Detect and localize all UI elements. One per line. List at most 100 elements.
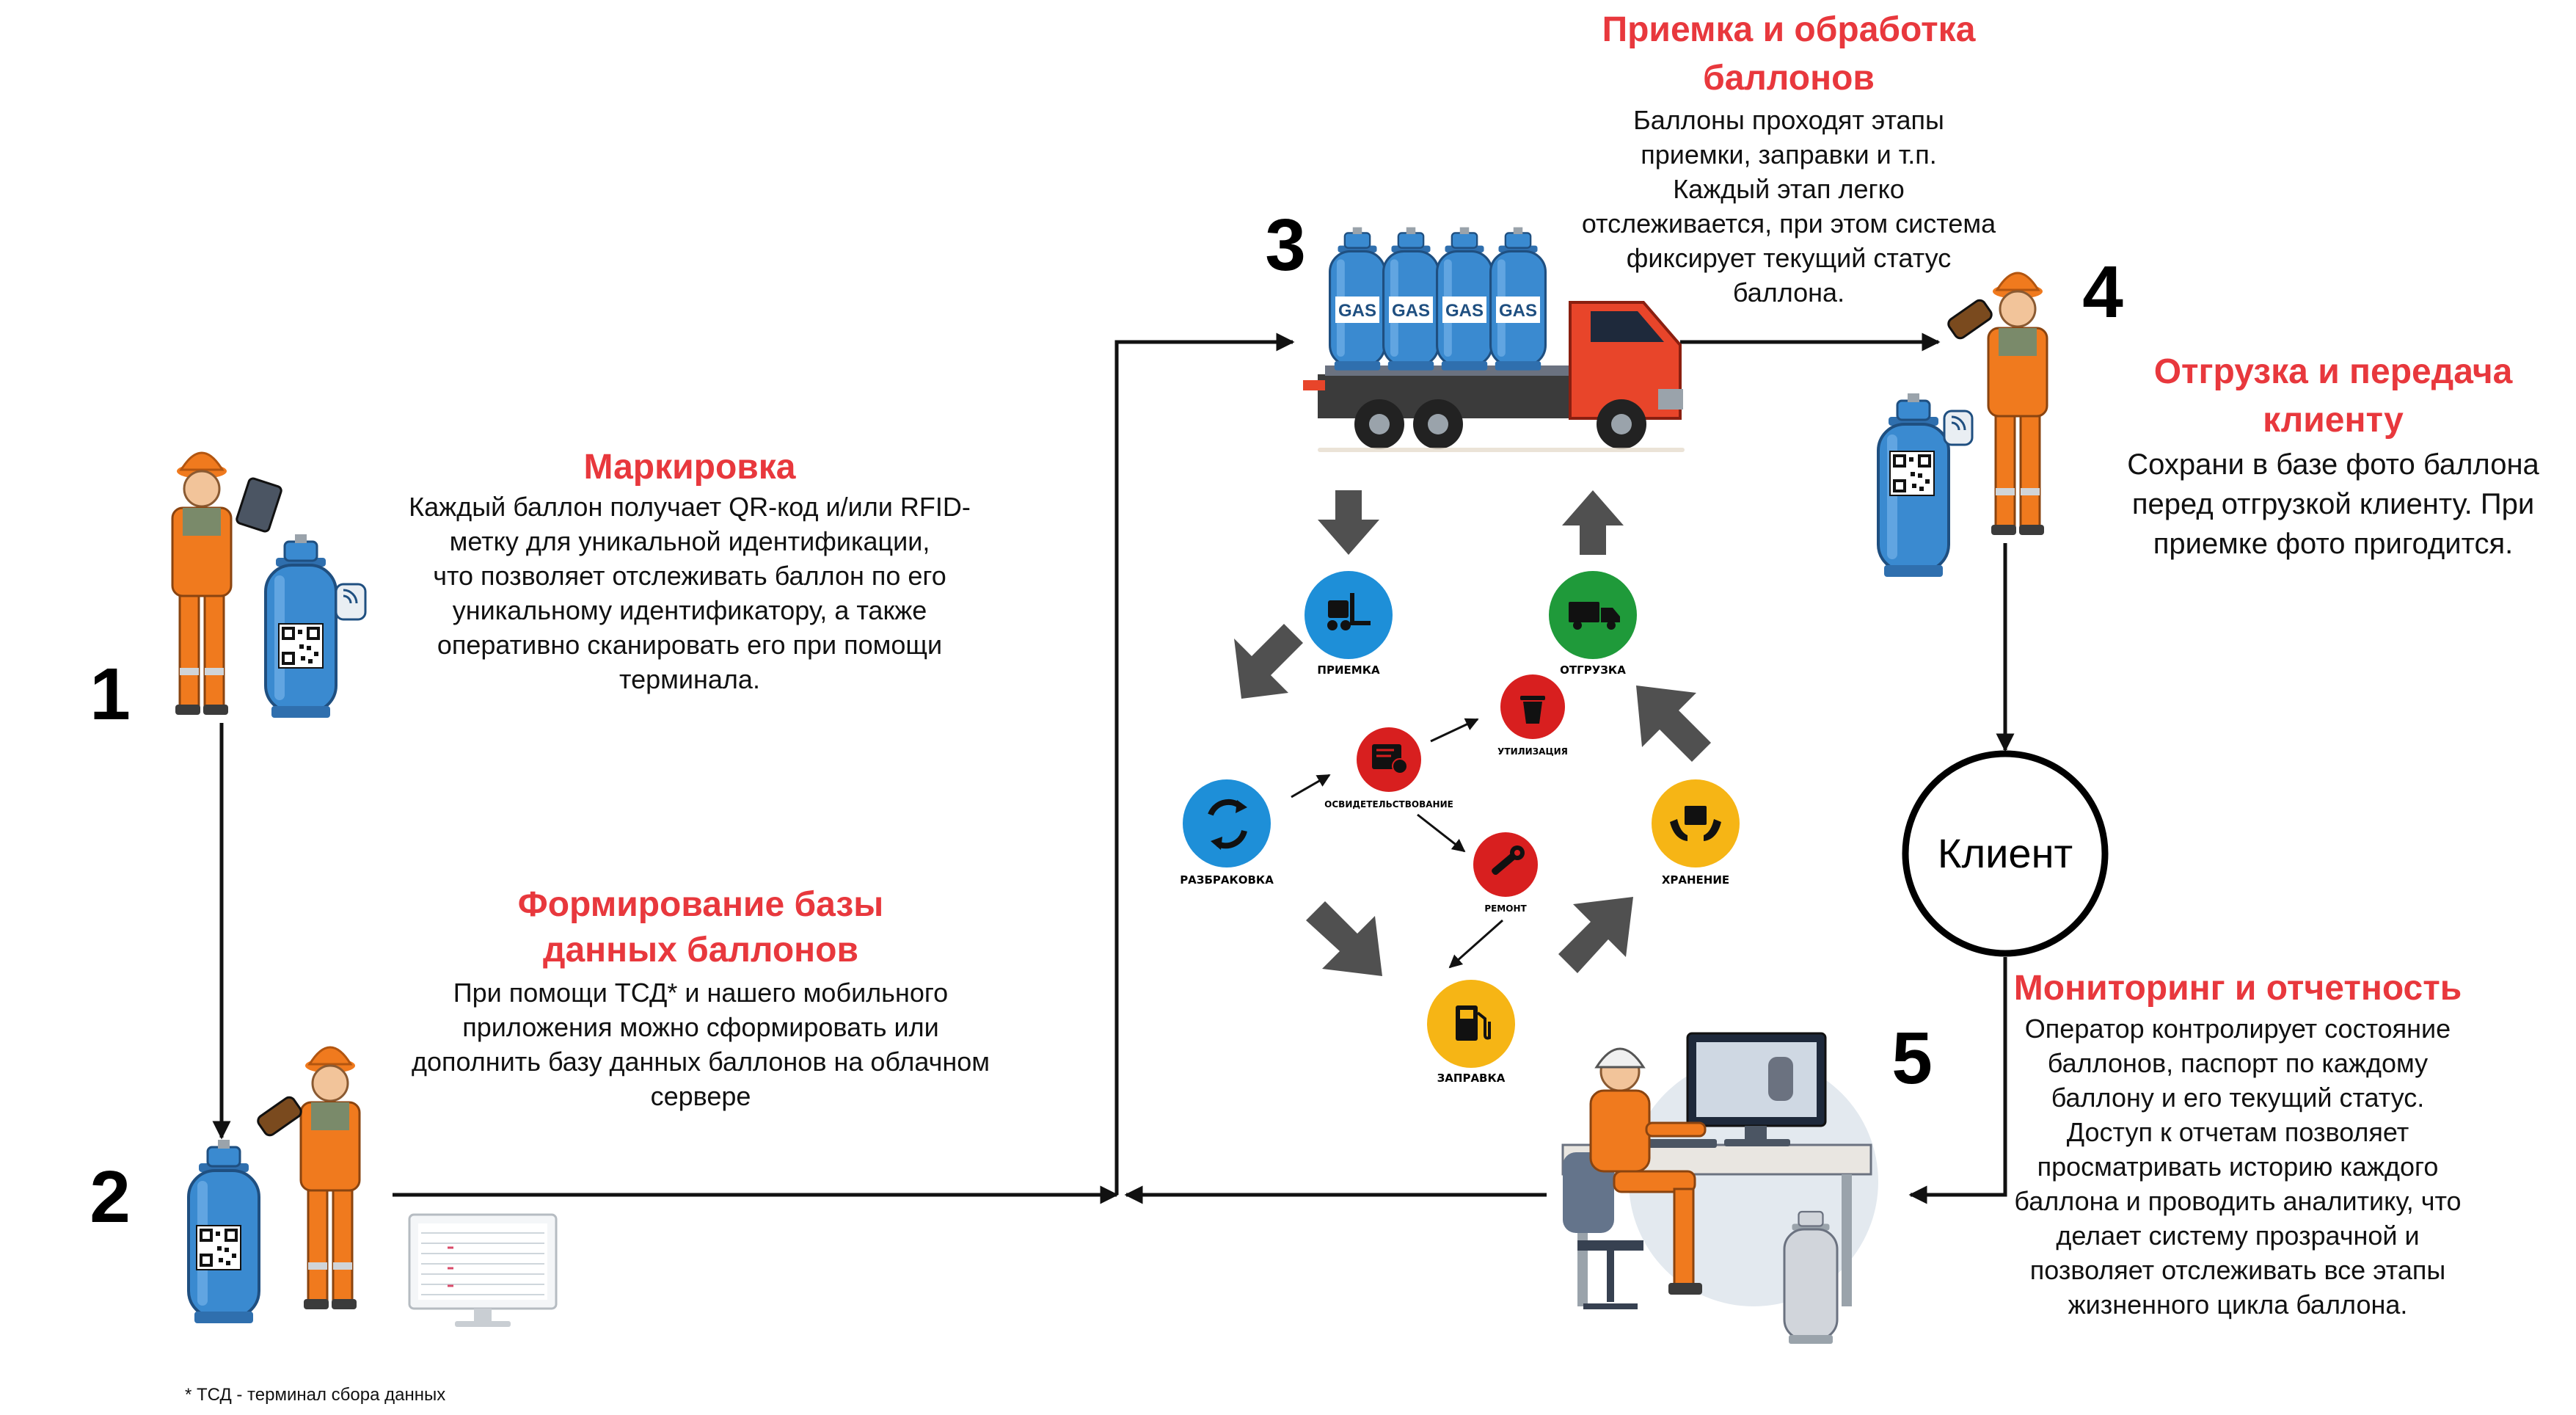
description-line: Доступ к отчетам позволяет <box>2067 1117 2409 1147</box>
description-line: отслеживается, при этом система <box>1582 208 1996 239</box>
step-description: Сохрани в базе фото баллона перед отгруз… <box>2127 448 2539 560</box>
description-line: уникальному идентификатору, а также <box>453 595 927 625</box>
step-number: 4 <box>2082 251 2123 333</box>
step-number: 3 <box>1265 204 1306 286</box>
cycle-node-utilizaciya: УТИЛИЗАЦИЯ <box>1497 674 1568 757</box>
step-5-monitoring: 5 <box>1561 969 2462 1344</box>
cycle-node-hranenie: ХРАНЕНИЕ <box>1652 779 1740 887</box>
cycle-node-osvid: ОСВИДЕТЕЛЬСТВОВАНИЕ <box>1324 727 1453 810</box>
description-line: делает систему прозрачной и <box>2056 1221 2419 1251</box>
arrow-up-icon <box>1562 490 1624 555</box>
description-line: При помощи ТСД* и нашего мобильного <box>453 978 948 1008</box>
cycle-label: ПРИЕМКА <box>1317 663 1380 677</box>
cycle-node-priemka: ПРИЕМКА <box>1305 571 1393 677</box>
rfid-icon <box>1943 410 1974 446</box>
description-line: приложения можно сформировать или <box>462 1012 939 1042</box>
worker-icon <box>171 451 233 716</box>
cycle-label: ОСВИДЕТЕЛЬСТВОВАНИЕ <box>1324 799 1453 810</box>
cycle-label: ОТГРУЗКА <box>1560 663 1626 677</box>
gas-labels: GAS GAS GAS GAS <box>1335 297 1540 323</box>
description-line: позволяет отслеживать все этапы <box>2030 1255 2446 1285</box>
trash-icon <box>1520 696 1545 724</box>
description-line: сервере <box>651 1081 751 1111</box>
cycle-label: ХРАНЕНИЕ <box>1662 873 1729 887</box>
cycle-node-remont: РЕМОНТ <box>1473 832 1538 914</box>
description-line: метку для уникальной идентификации, <box>450 526 930 556</box>
cylinder-label: GAS <box>1499 301 1537 321</box>
qr-code-icon <box>278 623 324 669</box>
description-line: Каждый этап легко <box>1673 174 1905 204</box>
step-title: Маркировка <box>584 448 796 487</box>
qr-code-icon <box>196 1225 241 1270</box>
cycle-label: УТИЛИЗАЦИЯ <box>1497 746 1568 757</box>
step-title: Приемка и обработка <box>1602 10 1976 49</box>
cycle-node-razbrakovka: РАЗБРАКОВКА <box>1180 779 1274 887</box>
cycle-label: РЕМОНТ <box>1484 903 1527 914</box>
arrow-down-icon <box>1318 490 1379 555</box>
description-line: приемке фото пригодится. <box>2153 528 2513 560</box>
cycle-node-zapravka: ЗАПРАВКА <box>1427 980 1515 1085</box>
flow-connectors <box>212 332 2015 1204</box>
arrow-up-right-icon <box>1558 897 1633 973</box>
arrow-down-left-icon <box>1234 624 1303 699</box>
qr-code-icon <box>1889 451 1935 496</box>
description-line: оперативно сканировать его при помощи <box>437 630 942 660</box>
description-line: просматривать историю каждого <box>2037 1152 2439 1182</box>
cylinder-label: GAS <box>1392 301 1430 321</box>
delivery-truck-icon <box>1569 602 1620 630</box>
description-line: баллона. <box>1733 277 1845 308</box>
description-line: баллону и его текущий статус. <box>2051 1083 2425 1113</box>
step-title: Отгрузка и передача <box>2154 352 2513 391</box>
arrow-loop-to-3 <box>1114 332 1295 1195</box>
description-line: фиксирует текущий статус <box>1627 243 1951 273</box>
description-line: Оператор контролирует состояние <box>2025 1014 2451 1044</box>
monitor-icon <box>408 1213 558 1327</box>
wrench-icon <box>1492 845 1525 876</box>
description-line: жизненного цикла баллона. <box>2068 1289 2408 1320</box>
cylinder-label: GAS <box>1338 301 1376 321</box>
step-number: 2 <box>90 1156 131 1238</box>
arrow-down-right-icon <box>1306 901 1382 976</box>
client-node: Клиент <box>1902 750 2109 957</box>
description-line: Баллоны проходят этапы <box>1633 105 1944 135</box>
description-line: перед отгрузкой клиенту. При <box>2132 488 2534 520</box>
step-description: Каждый баллон получает QR-код и/или RFID… <box>409 492 971 694</box>
step-title: клиенту <box>2263 401 2404 440</box>
step-title: данных баллонов <box>543 931 858 970</box>
tablet-icon <box>236 477 282 533</box>
arrow-up-left-icon <box>1636 685 1711 762</box>
step-2-database: 2 Формир <box>90 885 990 1327</box>
worker-icon <box>299 1046 361 1311</box>
description-line: что позволяет отслеживать баллон по его <box>433 561 946 591</box>
step-description: Оператор контролирует состояние баллонов… <box>2014 1014 2461 1320</box>
computer-operator-icon <box>1561 1032 1878 1309</box>
cylinder-icon <box>1783 1210 1839 1344</box>
description-line: Сохрани в базе фото баллона <box>2127 448 2539 481</box>
footnote: * ТСД - терминал сбора данных <box>185 1385 445 1405</box>
processing-cycle: ПРИЕМКА ОТГРУЗКА РАЗБРАКОВКА <box>1180 490 1740 1085</box>
description-line: дополнить базу данных баллонов на облачн… <box>412 1047 990 1077</box>
step-description: Баллоны проходят этапы приемки, заправки… <box>1582 105 1996 308</box>
step-number: 5 <box>1891 1017 1933 1099</box>
client-label: Клиент <box>1938 830 2073 876</box>
scanner-icon <box>257 1096 302 1137</box>
rfid-icon <box>335 583 367 621</box>
step-1-marking: 1 Маркировка Каждый баллон получает QR-к… <box>90 448 971 735</box>
cycle-label: РАЗБРАКОВКА <box>1180 873 1274 887</box>
step-title: Формирование базы <box>518 885 884 924</box>
scanner-icon <box>1947 299 1993 340</box>
truck-icon <box>1303 301 1685 452</box>
arrow-client-to-5 <box>1908 957 2007 1204</box>
step-description: При помощи ТСД* и нашего мобильного прил… <box>412 978 990 1111</box>
worker-icon <box>1987 272 2048 536</box>
cycle-node-otgruzka: ОТГРУЗКА <box>1549 571 1637 677</box>
description-line: баллонов, паспорт по каждому <box>2048 1048 2428 1078</box>
description-line: приемки, заправки и т.п. <box>1641 139 1936 170</box>
cycle-small-arrows <box>1291 718 1503 969</box>
step-3-processing: 3 GAS GAS GAS GAS Приемка и обрабо <box>1265 10 1996 452</box>
description-line: Каждый баллон получает QR-код и/или RFID… <box>409 492 971 522</box>
description-line: терминала. <box>619 664 760 694</box>
fuel-pump-icon <box>1456 1005 1491 1041</box>
step-title: баллонов <box>1703 59 1875 98</box>
